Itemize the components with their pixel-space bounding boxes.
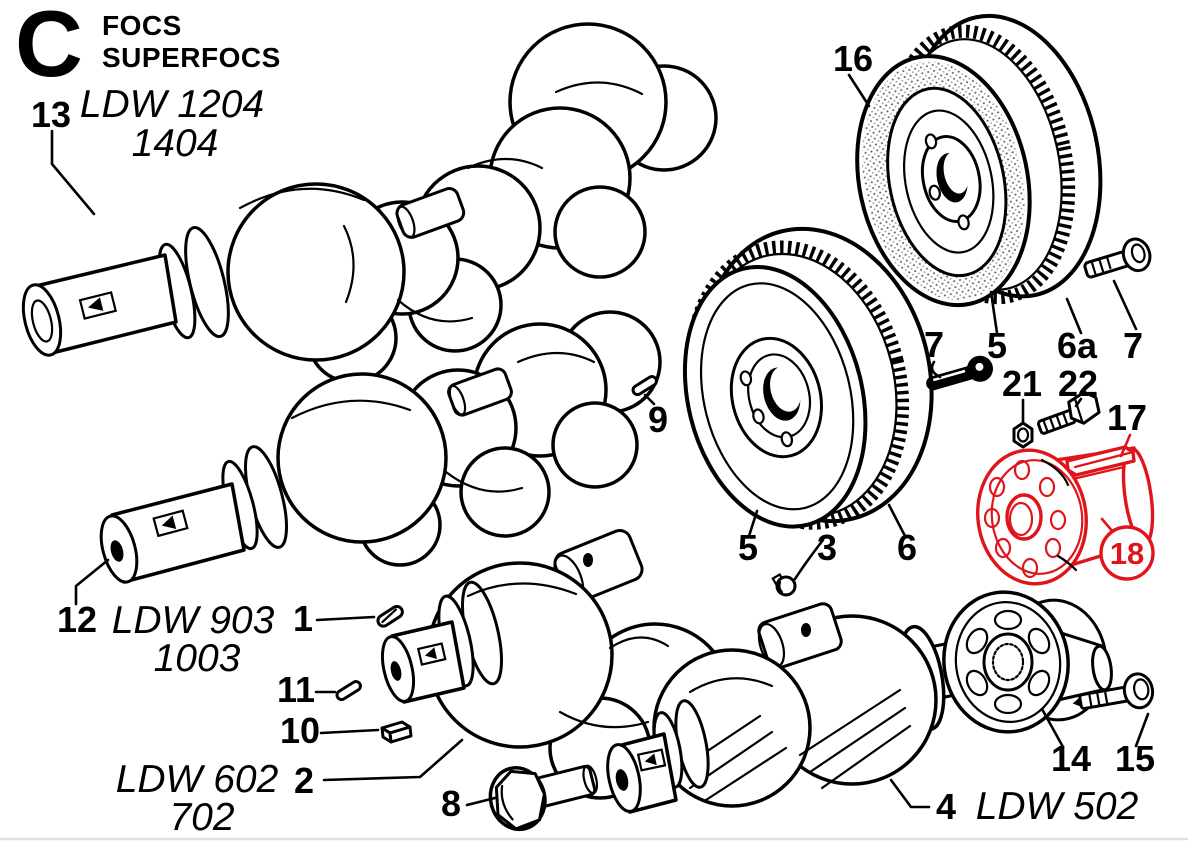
callout-1[interactable]: 1 [293,598,313,639]
model-ldw602: LDW 602 [116,758,279,801]
header: C FOCS SUPERFOCS [15,0,281,96]
pto-hub-highlighted-drawing[interactable] [969,443,1157,591]
flywheel-ldw-small-drawing [682,226,934,530]
model-ldw903-variant: 1003 [154,637,241,680]
crankshaft-ldw903-drawing [99,310,662,584]
callout-4[interactable]: 4 [936,786,956,827]
callout-7-rear[interactable]: 7 [1123,325,1143,366]
callout-12[interactable]: 12 [57,599,97,640]
callout-5-lower[interactable]: 5 [738,527,758,568]
callout-22[interactable]: 22 [1058,363,1098,404]
series-title-line2: SUPERFOCS [102,42,281,73]
nut-3-drawing [771,573,797,597]
callout-6a[interactable]: 6a [1057,325,1098,366]
model-ldw1204-variant: 1404 [132,122,219,165]
callout-16[interactable]: 16 [833,38,873,79]
callout-18-circle[interactable] [1099,525,1155,581]
pin-11-drawing [335,680,362,702]
callout-18-highlighted[interactable]: 18 [1110,536,1144,571]
bolt-8-drawing [488,764,599,832]
callout-9[interactable]: 9 [648,399,668,440]
callout-13[interactable]: 13 [31,94,71,135]
crankshaft-ldw602-drawing [380,529,733,800]
callout-6[interactable]: 6 [897,527,917,568]
callout-7-front[interactable]: 7 [924,324,944,365]
model-ldw502: LDW 502 [976,785,1139,828]
callout-numbers: 13 16 7 5 6a 7 21 22 17 18 9 5 3 6 12 1 … [31,38,1155,827]
callout-14[interactable]: 14 [1051,738,1091,779]
pin-9-drawing [631,375,658,397]
callout-8[interactable]: 8 [441,783,461,824]
callout-2[interactable]: 2 [294,760,314,801]
callout-21[interactable]: 21 [1002,363,1042,404]
callout-11[interactable]: 11 [277,669,315,710]
leader-lines [50,73,1150,809]
key-10-drawing [380,720,413,744]
section-letter: C [15,0,83,96]
bolt-7-front-drawing [926,355,993,391]
callout-3[interactable]: 3 [817,527,837,568]
callout-10[interactable]: 10 [280,710,320,751]
model-ldw1204: LDW 1204 [80,83,264,126]
model-labels: LDW 1204 1404 LDW 903 1003 LDW 602 702 L… [80,83,1139,839]
flywheel-ldw1204-drawing [855,13,1103,308]
crankshaft-ldw1204-drawing [21,22,718,384]
series-title-line1: FOCS [102,10,182,41]
bolt-15-drawing [1072,672,1155,710]
callout-5-upper[interactable]: 5 [987,325,1007,366]
bolt-22-drawing [1036,390,1101,435]
model-ldw602-variant: 702 [169,796,234,839]
model-ldw903: LDW 903 [112,599,275,642]
bolt-7-rear-drawing [1083,237,1152,279]
highlight-leader-lines [1099,433,1155,581]
nut-21-drawing [1012,421,1034,449]
key-1-drawing [376,604,404,628]
callout-15[interactable]: 15 [1115,738,1155,779]
callout-17[interactable]: 17 [1107,397,1147,438]
